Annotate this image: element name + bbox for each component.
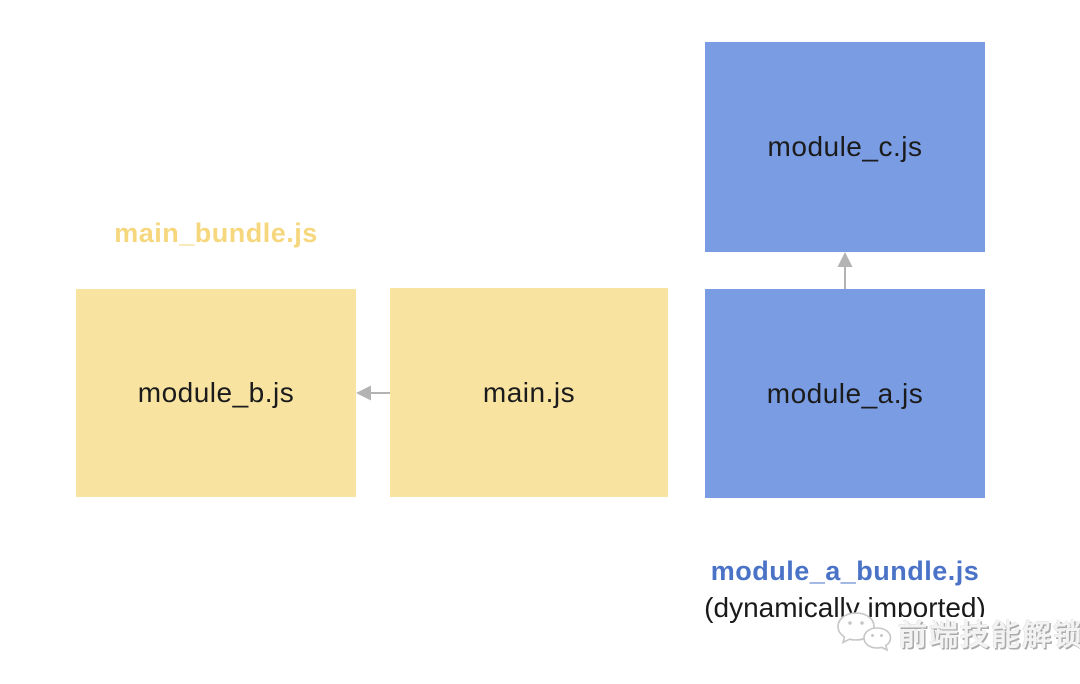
node-module-a: module_a.js — [705, 289, 985, 498]
node-module-b: module_b.js — [76, 289, 356, 497]
node-module-b-label: module_b.js — [137, 377, 295, 408]
main-bundle-label: main_bundle.js — [114, 218, 318, 248]
node-main-label: main.js — [482, 376, 576, 408]
arrow-main-to-module-b — [356, 385, 390, 401]
module-a-bundle-label: module_a_bundle.js — [710, 556, 980, 586]
node-module-c-label: module_c.js — [767, 131, 923, 162]
node-module-a-label: module_a.js — [766, 377, 924, 409]
wechat-icon — [834, 610, 892, 656]
node-main: main.js — [390, 288, 668, 497]
node-module-c: module_c.js — [705, 42, 985, 252]
watermark-text: 前端技能解锁 — [898, 620, 1080, 652]
watermark: 前端技能解锁 — [834, 610, 1080, 656]
arrow-module-a-to-module-c — [837, 252, 853, 289]
